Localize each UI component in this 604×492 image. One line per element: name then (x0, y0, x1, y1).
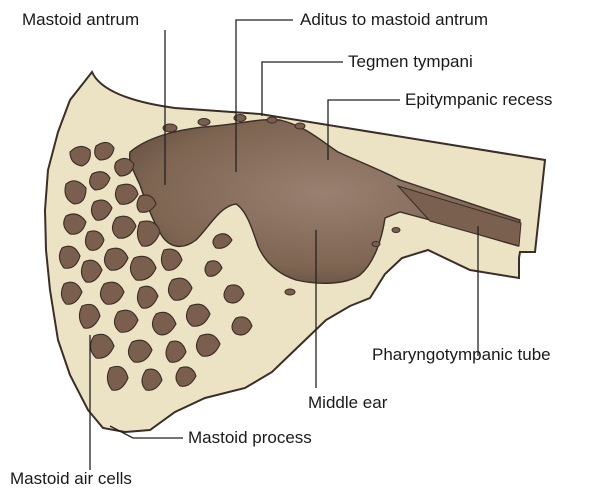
label-tegmen-tympani: Tegmen tympani (348, 52, 473, 71)
small-cavity (198, 119, 210, 126)
label-mastoid-process: Mastoid process (188, 428, 312, 447)
label-aditus-to-mastoid-antrum: Aditus to mastoid antrum (300, 10, 488, 29)
label-mastoid-antrum: Mastoid antrum (22, 10, 139, 29)
label-mastoid-air-cells: Mastoid air cells (10, 469, 132, 488)
leader-tegmen (262, 62, 343, 116)
small-cavity (392, 228, 400, 233)
label-middle-ear: Middle ear (308, 393, 388, 412)
small-cavity (285, 289, 295, 295)
small-cavity (372, 242, 380, 247)
label-epitympanic-recess: Epitympanic recess (405, 90, 552, 109)
label-pharyngotympanic-tube: Pharyngotympanic tube (372, 345, 551, 364)
small-cavity (267, 117, 277, 123)
small-cavity (295, 123, 305, 129)
